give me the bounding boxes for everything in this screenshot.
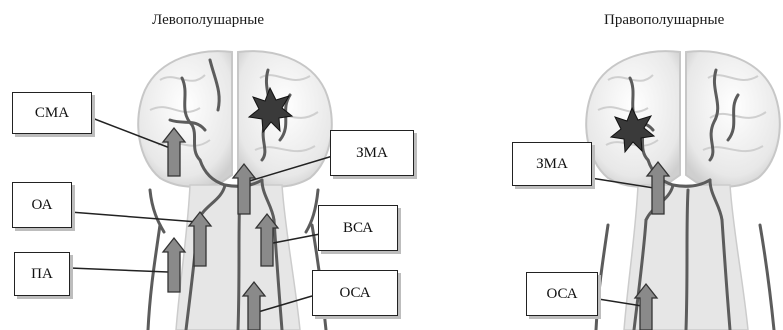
label-zma-right: ЗМА: [512, 142, 592, 186]
label-sma: СМА: [12, 92, 92, 134]
right-brain-illustration: [586, 51, 780, 330]
label-osa-right: ОСА: [526, 272, 598, 316]
right-panel-title: Правополушарные: [604, 12, 724, 29]
label-vsa: ВСА: [318, 205, 398, 251]
label-pa: ПА: [14, 252, 70, 296]
left-panel-title: Левополушарные: [152, 12, 264, 29]
label-zma: ЗМА: [330, 130, 414, 176]
label-oa: ОА: [12, 182, 72, 228]
left-brain-illustration: [138, 51, 332, 330]
label-osa: ОСА: [312, 270, 398, 316]
